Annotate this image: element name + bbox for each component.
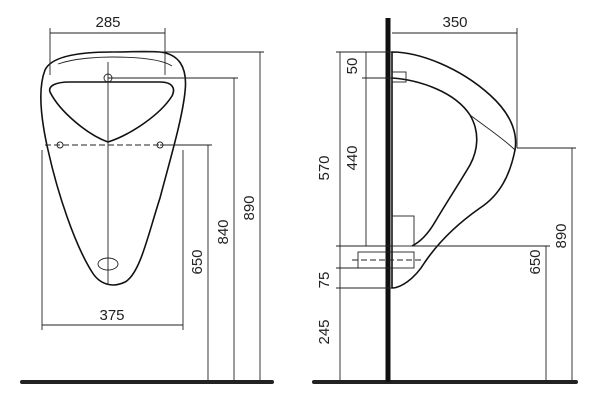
side-d245-label: 245 bbox=[316, 319, 333, 344]
side-inner-bowl bbox=[391, 77, 478, 247]
side-d440-label: 440 bbox=[344, 145, 361, 170]
front-view: 285 375 650 840 890 bbox=[20, 14, 274, 384]
side-depth-label: 350 bbox=[442, 14, 467, 31]
front-h890-label: 890 bbox=[241, 195, 258, 220]
side-rim-edge bbox=[469, 114, 516, 151]
side-d570-label: 570 bbox=[316, 155, 333, 180]
side-inlet-pipe bbox=[391, 71, 407, 83]
side-d50-label: 50 bbox=[344, 58, 361, 75]
side-r650-label: 650 bbox=[527, 249, 544, 274]
front-width-bottom-label: 375 bbox=[99, 307, 124, 324]
front-inner-bowl bbox=[48, 81, 175, 143]
side-view: 350 50 440 570 75 245 650 890 bbox=[312, 14, 578, 384]
front-h650-label: 650 bbox=[189, 249, 206, 274]
side-fix-bracket bbox=[391, 215, 415, 247]
side-d75-label: 75 bbox=[316, 272, 333, 289]
front-outer-shell bbox=[39, 50, 187, 286]
front-rim-line bbox=[57, 56, 173, 67]
front-width-top-label: 285 bbox=[95, 14, 120, 31]
side-r890-label: 890 bbox=[553, 223, 570, 248]
side-outer-shell bbox=[391, 51, 517, 289]
front-h840-label: 840 bbox=[215, 219, 232, 244]
